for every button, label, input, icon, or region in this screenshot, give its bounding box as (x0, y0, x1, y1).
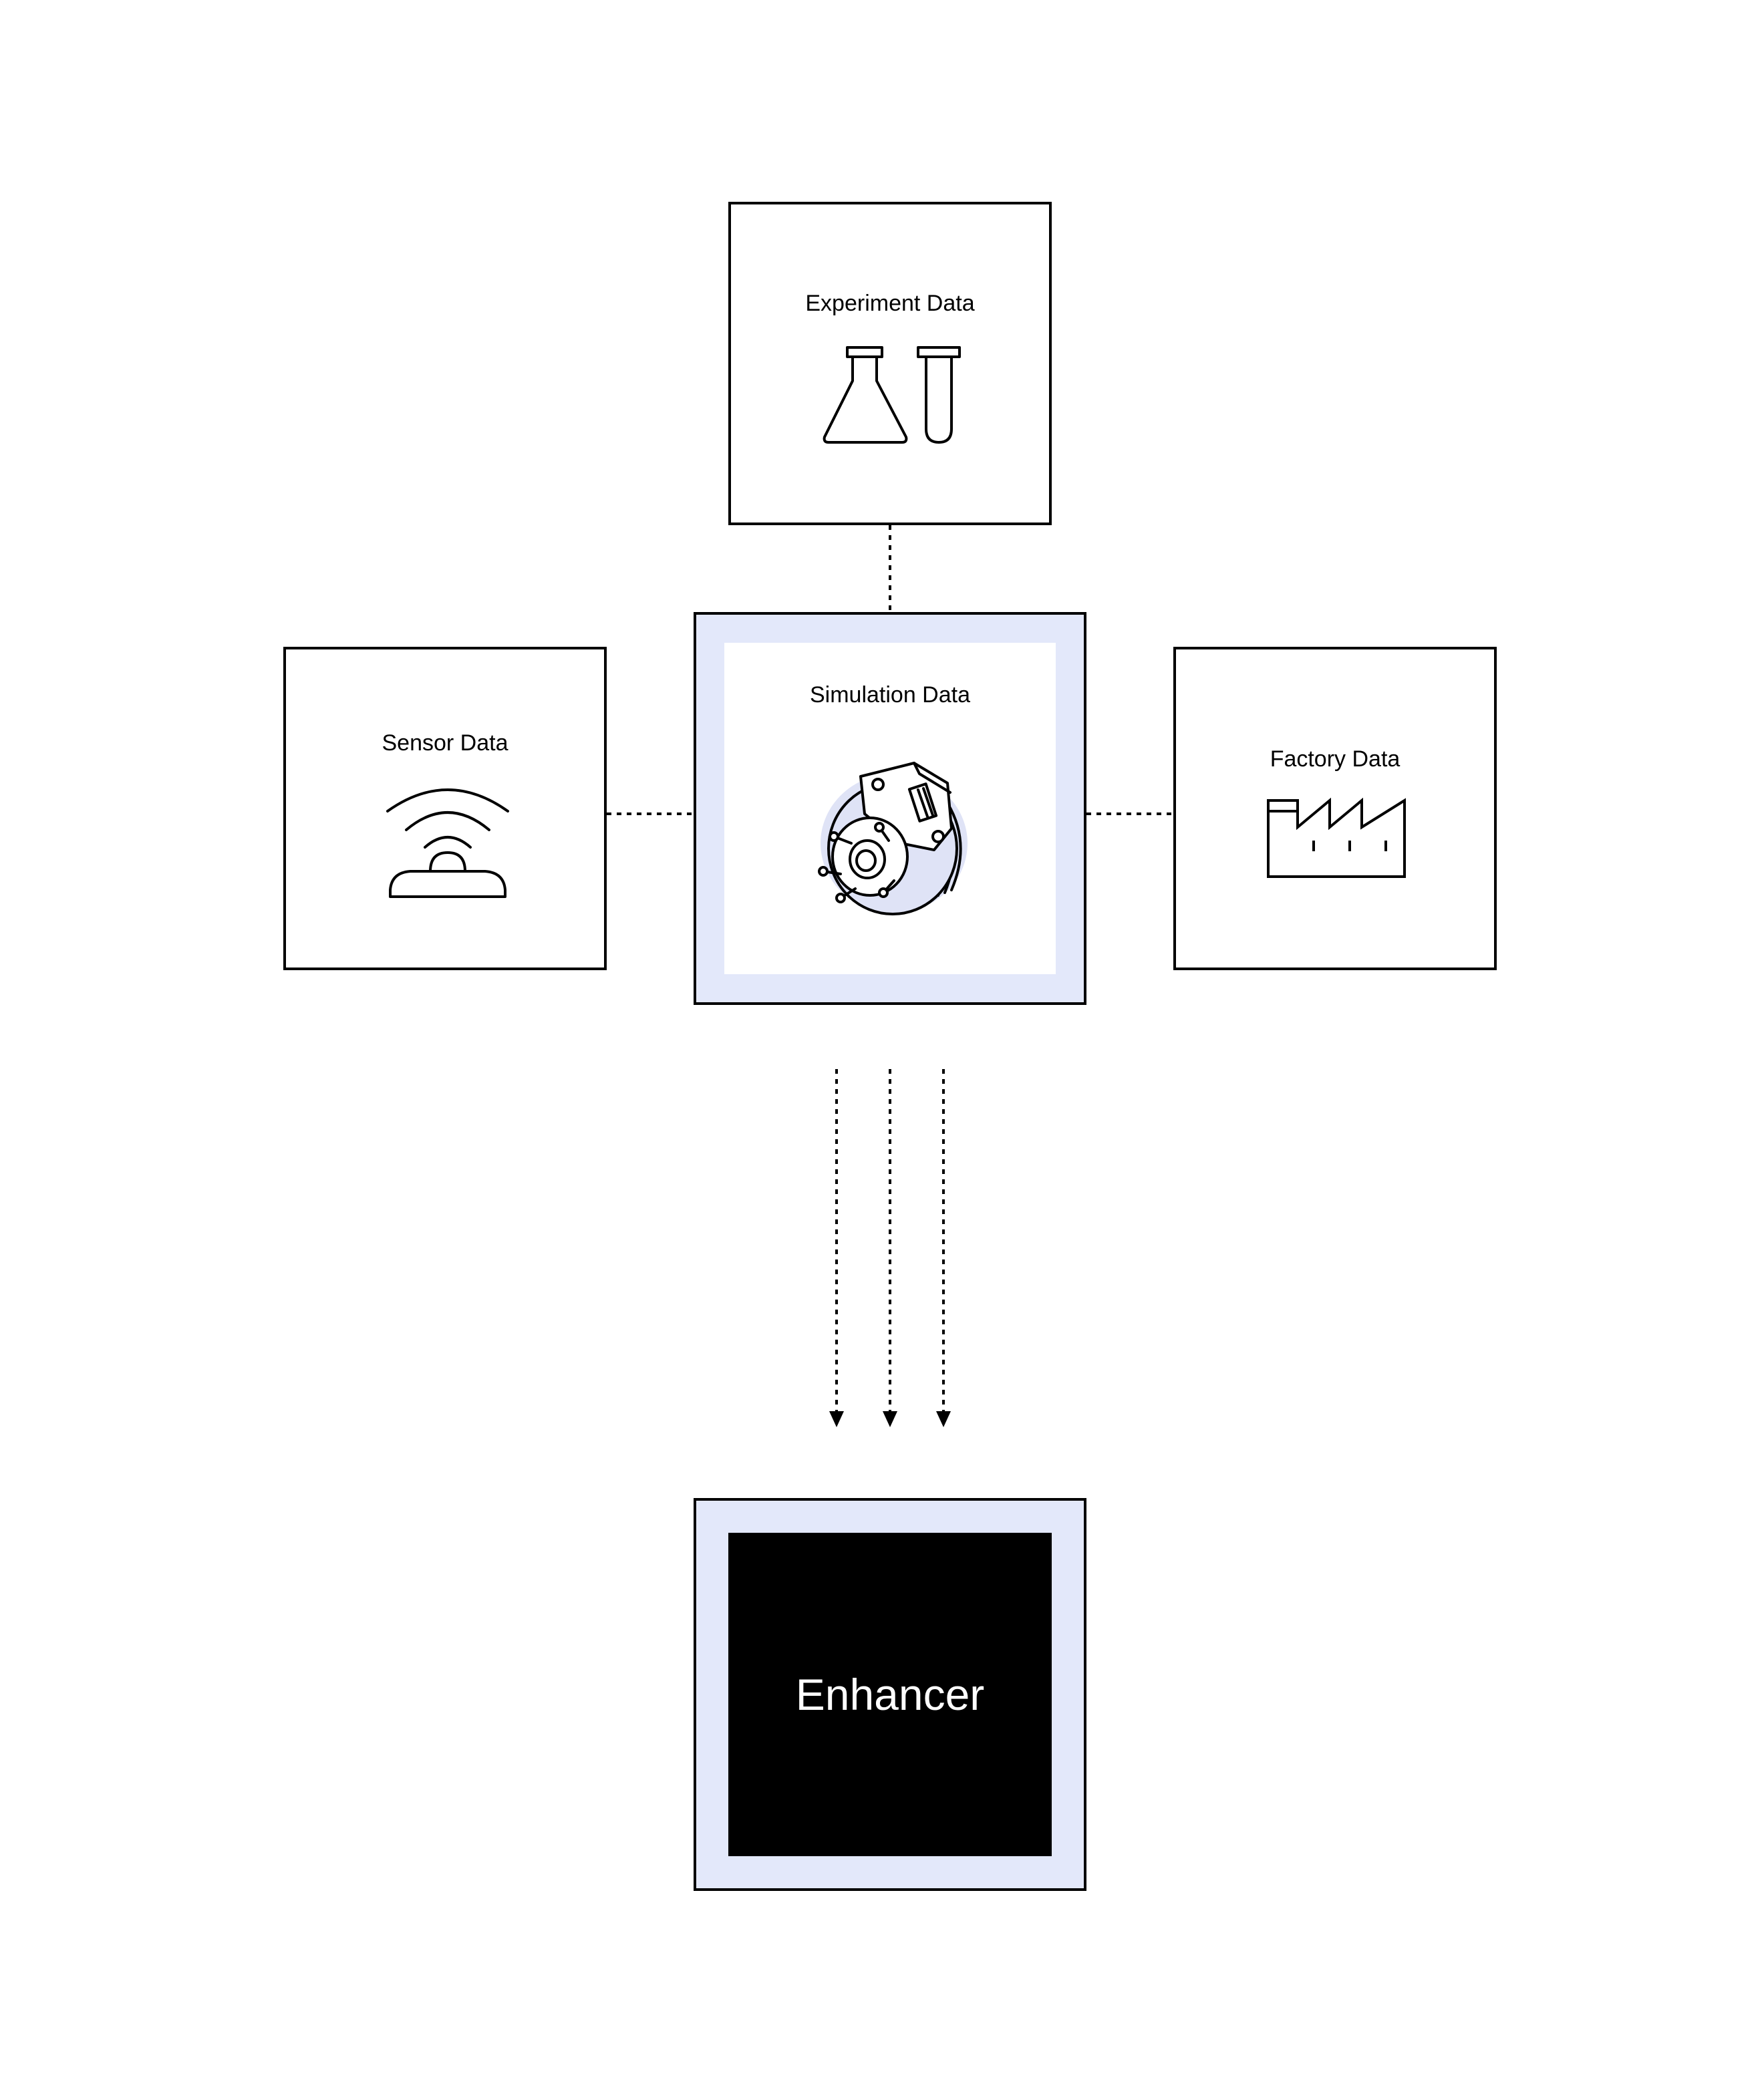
flask-and-test-tube-icon (823, 346, 961, 444)
factory-icon (1267, 797, 1406, 878)
simulation-data-panel: Simulation Data (724, 643, 1056, 974)
arrowhead-3 (936, 1411, 951, 1427)
factory-data-label: Factory Data (1270, 746, 1401, 772)
experiment-data-node: Experiment Data (728, 202, 1052, 525)
arrowhead-1 (829, 1411, 844, 1427)
enhancer-label: Enhancer (795, 1670, 985, 1719)
enhancer-core: Enhancer (728, 1533, 1052, 1856)
arrowhead-2 (883, 1411, 897, 1427)
experiment-data-label: Experiment Data (805, 291, 975, 316)
simulation-data-node: Simulation Data (694, 612, 1086, 1005)
brake-disc-caliper-icon (818, 762, 968, 915)
factory-data-node: Factory Data (1173, 647, 1497, 970)
sensor-data-node: Sensor Data (283, 647, 607, 970)
simulation-data-label: Simulation Data (809, 682, 970, 708)
sensor-data-label: Sensor Data (382, 730, 508, 756)
wireless-sensor-icon (386, 788, 509, 898)
enhancer-node: Enhancer (694, 1498, 1086, 1891)
